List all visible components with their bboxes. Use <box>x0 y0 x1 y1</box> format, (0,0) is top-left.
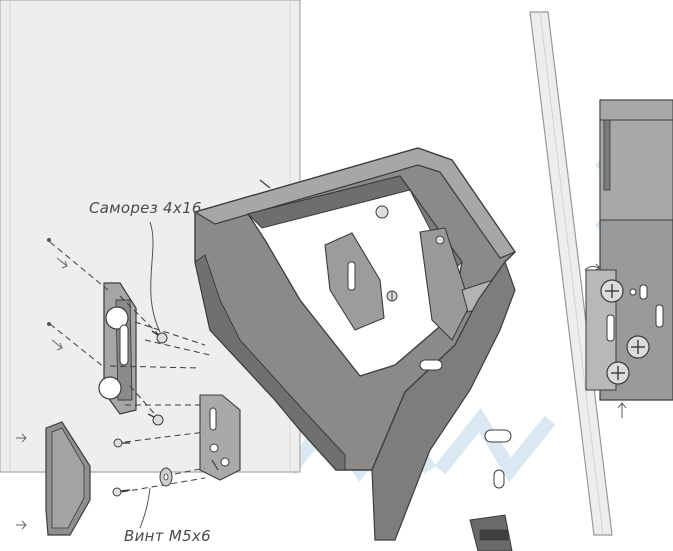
housing-screws <box>259 179 445 302</box>
detail-screw-heads <box>600 279 664 385</box>
assembly-guide-lines <box>49 241 211 493</box>
mounting-bracket-plate <box>98 282 137 415</box>
bolt-and-washer <box>112 459 219 497</box>
lift-mechanism-housing <box>193 147 516 551</box>
detail-view-mounted-bracket <box>584 99 673 418</box>
right-side-board <box>529 11 613 536</box>
callout-self-tapping-screw: Саморез 4х16 <box>89 199 202 217</box>
decorative-cover-cap <box>45 421 91 536</box>
callout-bolt: Винт М5х6 <box>124 527 211 545</box>
direction-arrows <box>16 257 68 530</box>
callout-leaders <box>139 221 161 529</box>
self-tapping-screws <box>47 238 168 448</box>
